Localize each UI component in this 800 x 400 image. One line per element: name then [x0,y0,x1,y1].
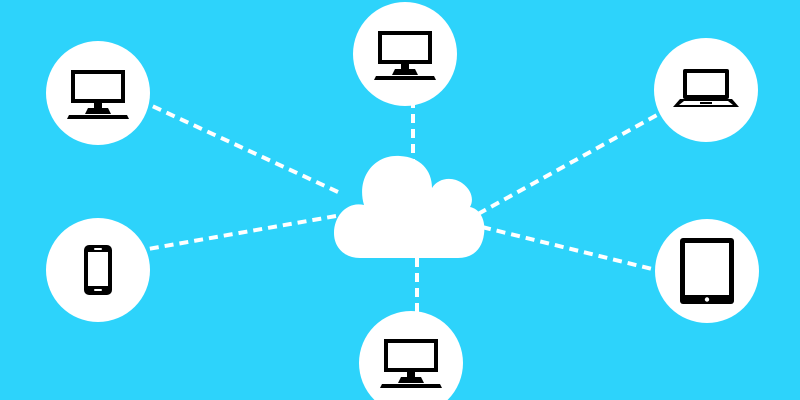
tablet-icon [680,238,734,304]
cloud-icon [334,155,485,258]
smartphone-icon [84,245,112,295]
tablet-node-right [655,219,759,323]
monitor-node-top-left [46,41,150,145]
dashed-link-monitor-top-left [149,103,339,194]
monitor-node-top-center [353,2,457,106]
dashed-links [147,103,658,312]
monitor-node-bottom-center [359,311,463,400]
dashed-link-laptop-top-right [477,113,658,216]
smartphone-node-left [46,218,150,322]
dashed-link-smartphone-left [147,214,337,251]
laptop-node-top-right [654,38,758,142]
